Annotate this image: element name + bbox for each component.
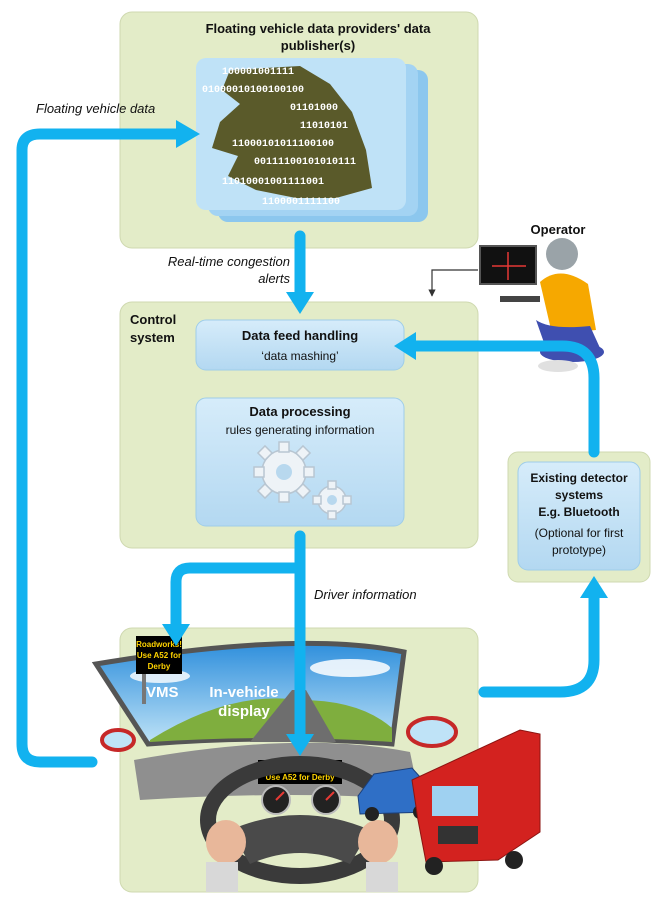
arrowhead-down (286, 292, 314, 314)
arrow-floating-vehicle-data (16, 128, 184, 768)
truck-wheel (505, 851, 523, 869)
arrowhead-left (394, 332, 416, 360)
arrowhead-down (286, 734, 314, 756)
vms-sign-line3: Derby (148, 662, 171, 671)
invehicle-label-line2: display (218, 703, 270, 720)
control-label-line2: system (130, 330, 175, 345)
vehicle-panel: Roadworks! Use A52 for Derby VMS In-vehi… (91, 627, 541, 893)
detector-line1: Existing detector (530, 471, 628, 485)
data-processing-title: Data processing (249, 404, 350, 419)
operator-body (540, 273, 596, 334)
steering-wheel (200, 756, 400, 884)
operator-label: Operator (531, 222, 586, 237)
flow-arrowheads (162, 120, 608, 756)
dash-display-line2: Use A52 for Derby (265, 773, 335, 782)
vms-post (142, 654, 146, 704)
label-realtime-line1: Real-time congestion (168, 254, 290, 269)
binary-line: 100001001111 (222, 67, 294, 78)
data-feed-subtitle: ‘data mashing’ (261, 349, 338, 363)
road (250, 690, 336, 742)
left-hand (206, 820, 246, 864)
left-sleeve (206, 862, 238, 892)
truck-windscreen (432, 786, 478, 816)
detector-line5: prototype) (552, 543, 606, 557)
uk-map-icon (212, 66, 372, 198)
operator-figure: Operator (479, 222, 604, 372)
cloud (310, 659, 390, 677)
binary-line: 11000101011100100 (232, 139, 334, 150)
truck-grille (438, 826, 478, 844)
label-realtime-line2: alerts (258, 271, 290, 286)
binary-line: 11010101 (300, 121, 348, 132)
binary-line: 01101000 (290, 103, 338, 114)
arrow-vehicle-to-detector (478, 588, 600, 698)
vms-sign-line1: Roadworks! (136, 640, 182, 649)
chair-base (538, 360, 578, 372)
right-sleeve (366, 862, 398, 892)
data-feed-title: Data feed handling (242, 328, 358, 343)
binary-text: 100001001111 01000010100100100 01101000 … (202, 67, 356, 208)
detector-panel: Existing detector systems E.g. Bluetooth… (507, 451, 651, 583)
label-floating-vehicle-data: Floating vehicle data (36, 101, 155, 116)
label-driver-information: Driver information (314, 587, 417, 602)
invehicle-label-line1: In-vehicle (209, 684, 278, 701)
arrowhead-up (580, 576, 608, 598)
arrow-vms-branch (170, 562, 306, 638)
gauge-needle (275, 791, 285, 801)
right-mirror (406, 716, 458, 748)
data-processing-subtitle: rules generating information (226, 423, 375, 437)
binary-line: 00111100101010111 (254, 157, 356, 168)
left-mirror (100, 728, 136, 752)
binary-line: 11010001001111001 (222, 177, 324, 188)
steering-hub (230, 815, 370, 864)
control-label-line1: Control (130, 312, 176, 327)
vms-sign-line2: Use A52 for (137, 651, 181, 660)
detector-line3: E.g. Bluetooth (538, 505, 619, 519)
publisher-title-line2: publisher(s) (281, 38, 355, 53)
vms-label: VMS (146, 684, 179, 701)
arrowhead-down (162, 624, 190, 646)
binary-line: 01000010100100100 (202, 85, 304, 96)
gauge-needle (325, 791, 335, 801)
binary-line: 1100001111100 (262, 197, 340, 208)
gears-icon (253, 441, 352, 520)
car-wheel (365, 807, 379, 821)
operator-head (546, 238, 578, 270)
arrowhead-right (176, 120, 200, 148)
keyboard-icon (500, 296, 540, 302)
operator-connector (428, 269, 478, 297)
publisher-panel: Floating vehicle data providers' data pu… (119, 11, 479, 249)
truck-wheel (425, 857, 443, 875)
detector-line2: systems (555, 488, 603, 502)
control-system-panel: Control system Data feed handling ‘data … (119, 301, 479, 549)
arrow-detector-to-control (404, 340, 600, 458)
flow-arrows (16, 128, 600, 768)
publisher-title-line1: Floating vehicle data providers' data (206, 21, 432, 36)
detector-line4: (Optional for first (535, 526, 624, 540)
right-hand (358, 820, 398, 864)
